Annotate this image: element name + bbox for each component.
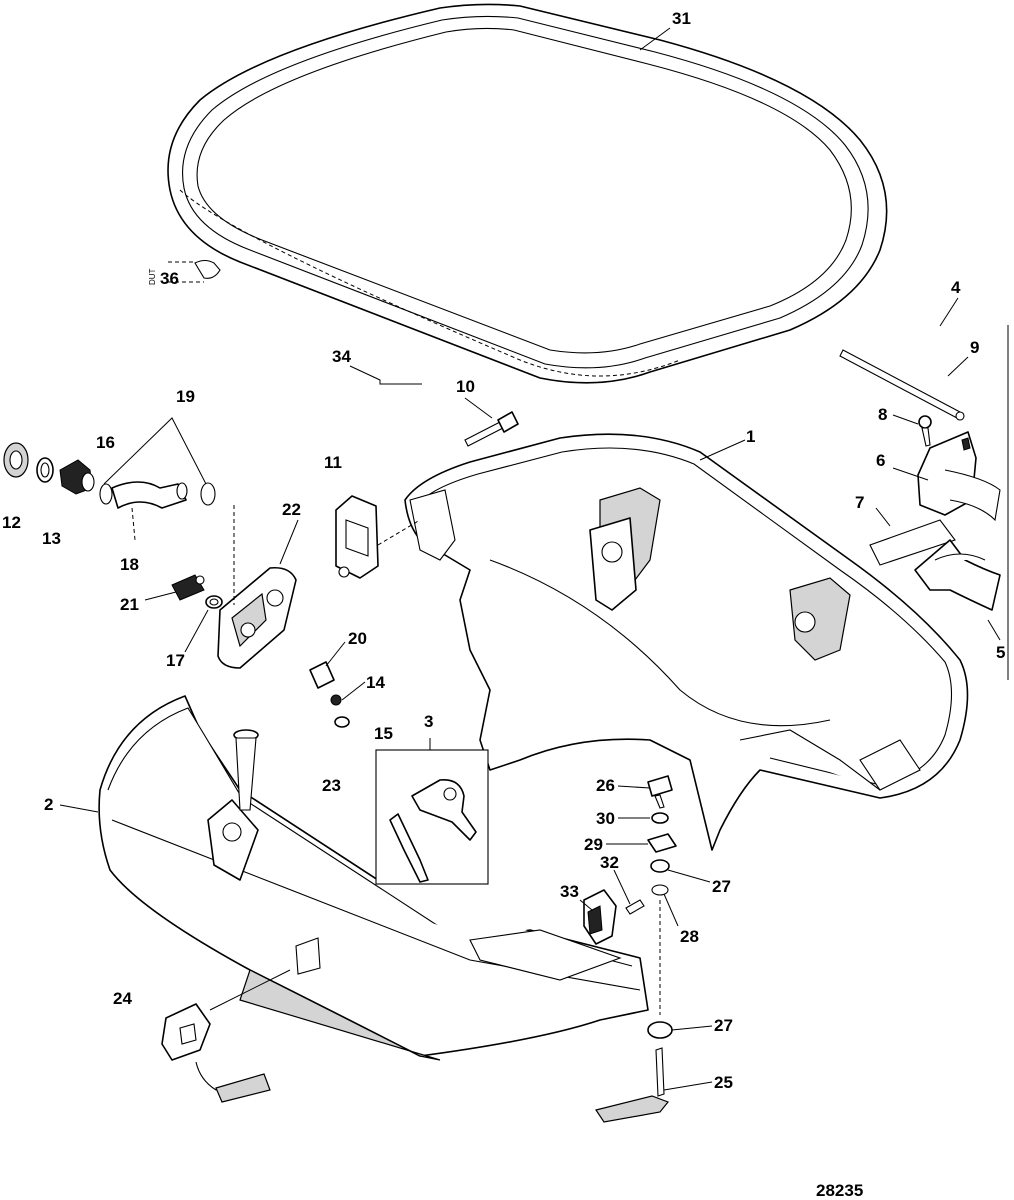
hinge-11 [335,495,379,579]
detail-box-3 [375,749,489,885]
leader-19 [103,417,207,485]
washer-15 [334,716,350,728]
seal-clip-36: DUT [148,259,221,285]
ring-28 [651,884,669,896]
bracket-21 [171,574,205,601]
callout-36: 36 [160,269,179,288]
callout-24: 24 [113,989,132,1008]
callout-27-lower: 27 [714,1016,733,1035]
side-label: DUT [148,268,157,285]
plate-7 [869,519,956,566]
leader-11-dash [377,519,421,546]
callout-2: 2 [44,795,53,814]
callout-32: 32 [600,853,619,872]
callout-13: 13 [42,529,61,548]
rod-4 [839,349,965,421]
callout-28: 28 [680,927,699,946]
connector-24 [161,1003,271,1103]
callout-12: 12 [2,513,21,532]
callout-1: 1 [746,427,755,446]
fitting-20 [309,661,335,689]
callout-15: 15 [374,724,393,743]
leader-lines [59,27,1001,1091]
nut-14 [330,694,342,706]
callout-17: 17 [166,651,185,670]
fitting-16 [59,459,95,495]
figure-number: 28235 [816,1181,863,1200]
callout-29: 29 [584,835,603,854]
callout-4: 4 [951,278,961,297]
callout-6: 6 [876,451,885,470]
pin-32 [625,899,645,915]
washer-27-upper [650,859,670,873]
callout-21: 21 [120,595,139,614]
washer-30 [651,812,669,824]
callout-26: 26 [596,776,615,795]
washer-27-lower [647,1021,673,1039]
callout-9: 9 [970,338,979,357]
leader-18 [131,507,136,541]
screw-8 [918,415,932,447]
callout-30: 30 [596,809,615,828]
bracket-6 [917,431,1001,522]
callout-19: 19 [176,387,195,406]
callout-25: 25 [714,1073,733,1092]
callout-14: 14 [366,673,385,692]
lower-cowl-2 [98,695,649,1061]
bracket-5 [914,539,1001,611]
seal-frame-31 [167,3,888,384]
callout-11: 11 [324,453,342,472]
latch-33 [583,889,617,945]
ring-13 [36,457,54,483]
callout-5: 5 [996,643,1005,662]
hose-18 [99,481,216,509]
plate-29 [647,833,677,853]
callout-22: 22 [282,500,301,519]
callout-27-upper: 27 [712,877,731,896]
callout-23: 23 [322,776,341,795]
bolt-10 [464,411,519,447]
callout-7: 7 [855,493,864,512]
callout-34: 34 [332,347,351,366]
bolt-26 [647,775,673,809]
callout-16: 16 [96,433,115,452]
callout-10: 10 [456,377,475,396]
callout-3: 3 [424,712,433,731]
clamp-17 [205,595,223,609]
leader-24 [209,969,291,1011]
seal-12 [3,442,29,478]
callout-20: 20 [348,629,367,648]
callout-33: 33 [560,882,579,901]
callout-31: 31 [672,9,691,28]
pipe-23 [233,729,259,811]
upper-cowl-1 [404,433,969,851]
callout-8: 8 [878,405,887,424]
lever-25 [595,1047,669,1123]
callout-18: 18 [120,555,139,574]
cover-plate-22 [217,566,297,669]
